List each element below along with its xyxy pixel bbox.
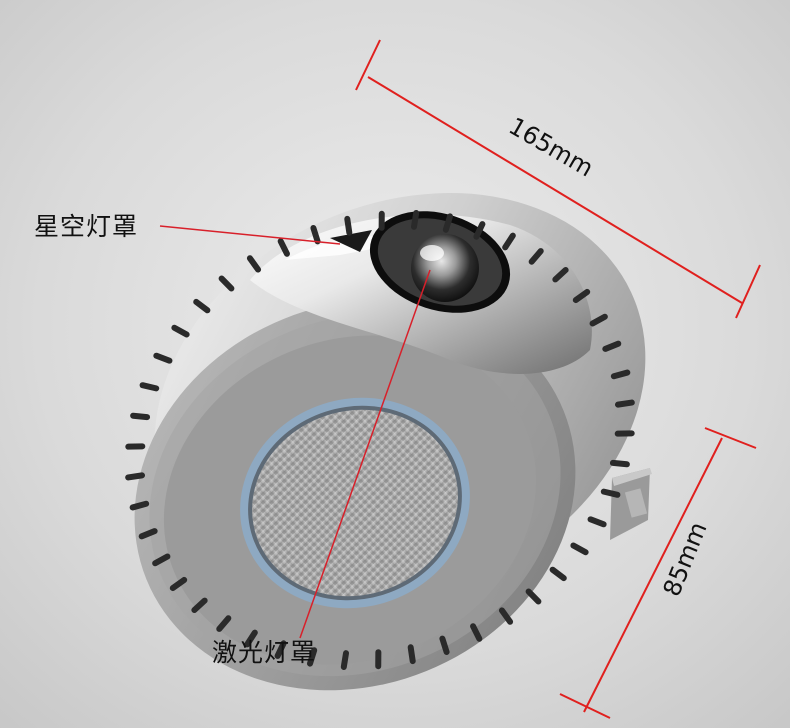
- cooling-slot: [138, 528, 158, 540]
- cooling-slot: [442, 213, 453, 233]
- cooling-slots: [125, 209, 635, 671]
- star-cover-pointer: [159, 225, 341, 245]
- cooling-slot: [525, 588, 542, 605]
- dimension-line-height: [583, 437, 723, 713]
- dimension-tick: [704, 427, 757, 449]
- dimension-tick: [735, 264, 761, 319]
- cooling-slot: [244, 629, 258, 648]
- cooling-slot: [470, 623, 483, 642]
- cooling-slot: [439, 635, 450, 655]
- cooling-slot: [610, 369, 631, 380]
- cooling-slot: [310, 225, 321, 245]
- cooling-slot: [139, 382, 160, 392]
- cooling-slot: [125, 472, 146, 481]
- cooling-slot: [129, 500, 150, 511]
- cooling-slot: [307, 647, 318, 667]
- laser-cover-label: 激光灯罩: [212, 638, 317, 667]
- laser-cover-pointer: [299, 269, 431, 639]
- cooling-slot: [549, 566, 567, 582]
- cooling-slot: [171, 324, 190, 338]
- cooling-slot: [344, 215, 353, 236]
- cooling-slot: [191, 597, 208, 614]
- cooling-slot: [277, 238, 290, 257]
- cooling-slot: [614, 399, 635, 408]
- cooling-slot: [587, 516, 607, 528]
- cooling-slot: [602, 340, 622, 352]
- cooling-slot: [407, 644, 416, 665]
- cooling-slot: [375, 649, 382, 670]
- dimension-tick: [355, 39, 381, 91]
- cooling-slot: [216, 615, 232, 632]
- cooling-slot: [473, 221, 486, 240]
- cooling-slot: [378, 210, 385, 231]
- cooling-slot: [340, 650, 350, 671]
- cooling-slot: [609, 459, 630, 468]
- cooling-slot: [614, 430, 635, 437]
- cooling-slot: [570, 542, 589, 556]
- side-connector: [610, 468, 652, 540]
- cooling-slot: [600, 488, 621, 498]
- cooling-slot: [130, 412, 151, 421]
- cooling-slot: [502, 232, 516, 251]
- cooling-slot: [552, 266, 569, 283]
- cooling-slot: [153, 352, 173, 364]
- cooling-slot: [589, 313, 608, 327]
- cooling-slot: [193, 298, 211, 314]
- star-cover-label: 星空灯罩: [34, 212, 139, 241]
- cooling-slot: [152, 553, 171, 567]
- dimension-line-width: [367, 76, 743, 304]
- cooling-slot: [528, 248, 544, 265]
- cooling-slot: [498, 607, 514, 625]
- dimension-tick: [559, 693, 611, 719]
- cooling-slot: [246, 255, 262, 273]
- cooling-slot: [274, 640, 287, 659]
- star-lens: [330, 211, 511, 313]
- cooling-slot: [572, 288, 591, 304]
- cooling-slot: [218, 275, 235, 292]
- cooling-slot: [169, 576, 188, 592]
- cooling-slot: [410, 209, 420, 230]
- cooling-slot: [125, 443, 146, 450]
